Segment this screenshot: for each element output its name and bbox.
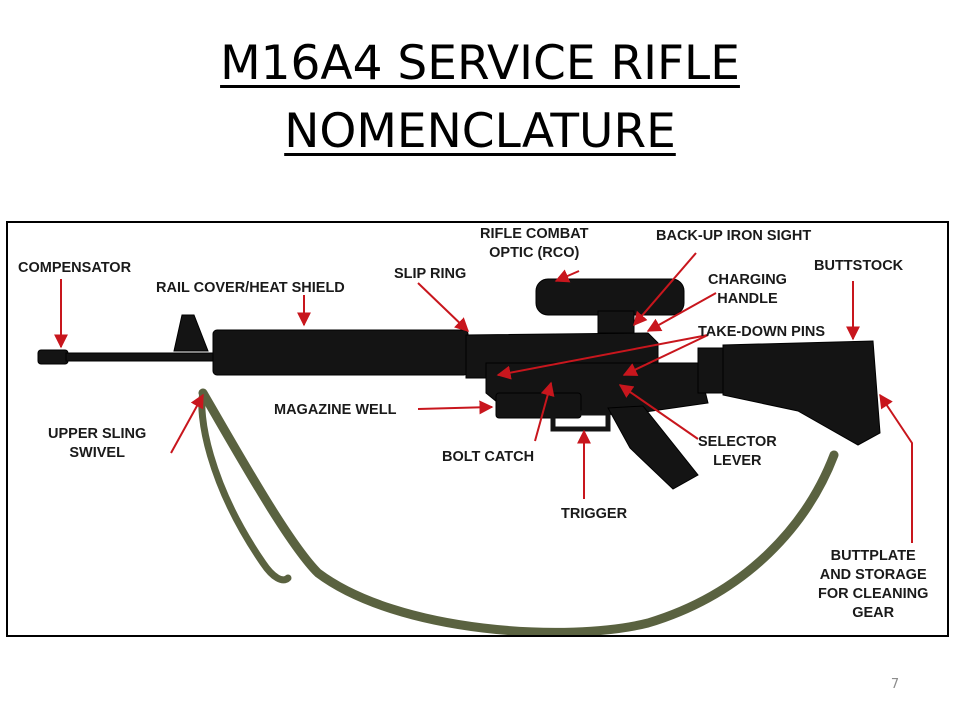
pistol-grip [607,405,699,490]
label-upper-sling-swivel: UPPER SLING SWIVEL [48,425,146,463]
optic [535,278,685,316]
label-upper-sling-line2: SWIVEL [69,445,125,461]
label-buttplate-line2: AND STORAGE [819,567,927,583]
front-sight [173,314,209,352]
handguard [212,329,469,376]
label-compensator: COMPENSATOR [18,260,132,276]
label-upper-sling-line1: UPPER SLING [48,426,147,442]
label-buttplate-line4: GEAR [852,605,895,621]
label-buttplate-line1: BUTTPLATE [830,548,916,564]
label-buttstock: BUTTSTOCK [814,258,904,274]
label-rco-line2: OPTIC (RCO) [489,245,580,261]
rifle-diagram: COMPENSATOR RAIL COVER/HEAT SHIELD SLIP … [6,221,949,637]
buttstock-part [722,340,881,446]
compensator-part [37,349,69,365]
label-charging-line2: HANDLE [717,291,778,307]
label-trigger: TRIGGER [561,506,628,522]
label-rail-cover: RAIL COVER/HEAT SHIELD [156,280,345,296]
page-number: 7 [890,677,900,692]
label-selector-line2: LEVER [713,453,762,469]
label-charging-handle: CHARGING HANDLE [708,271,787,309]
label-selector-lever: SELECTOR LEVER [698,433,777,471]
slide-title: M16A4 SERVICE RIFLE NOMENCLATURE [0,30,960,166]
label-buttplate: BUTTPLATE AND STORAGE FOR CLEANING GEAR [818,547,928,623]
label-bolt-catch: BOLT CATCH [442,449,535,465]
trigger-guard [550,410,611,432]
title-line-2: NOMENCLATURE [284,104,676,159]
sling-end [198,389,292,584]
sling [198,388,839,635]
rifle-body [37,278,881,490]
label-magazine-well: MAGAZINE WELL [274,402,397,418]
label-rco-line1: RIFLE COMBAT [480,226,589,242]
label-selector-line1: SELECTOR [698,434,777,450]
label-charging-line1: CHARGING [708,272,787,288]
label-takedown-pins: TAKE-DOWN PINS [698,324,826,340]
rifle-illustration [37,252,913,635]
label-backup-sight: BACK-UP IRON SIGHT [656,228,812,244]
label-slip-ring: SLIP RING [394,266,467,282]
label-rco: RIFLE COMBAT OPTIC (RCO) [480,225,588,263]
title-line-1: M16A4 SERVICE RIFLE [220,36,740,91]
barrel [65,352,217,362]
label-buttplate-line3: FOR CLEANING [818,586,929,602]
